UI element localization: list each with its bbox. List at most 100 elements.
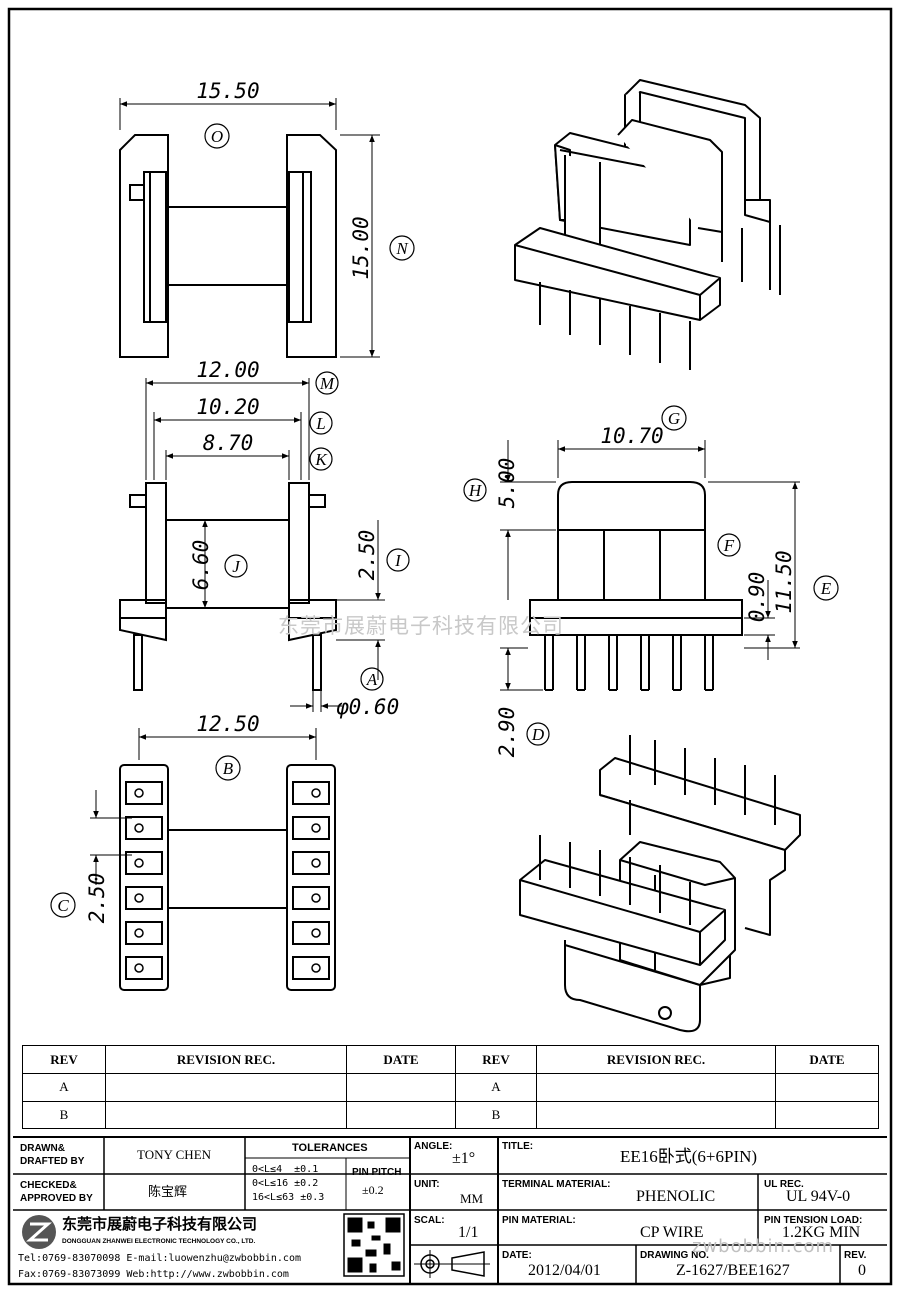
tol-range: 0<L≤16 <box>252 1178 289 1189</box>
pin-slot <box>292 851 330 875</box>
ul-rec-label: UL REC. <box>764 1179 804 1190</box>
rev-cell <box>105 1100 347 1129</box>
dim-m-value: 12.00 <box>196 358 259 382</box>
label-m: M <box>319 374 335 393</box>
dim-h-value: 5.00 <box>495 458 519 509</box>
revision-rec-header: REVISION REC. <box>105 1045 347 1074</box>
dim-c-value: 2.50 <box>85 873 109 924</box>
unit-label: UNIT: <box>414 1179 440 1190</box>
pin-hole <box>134 928 144 938</box>
dim-l: 10.20 L <box>153 395 333 480</box>
label-g: G <box>668 409 680 428</box>
dim-o: 15.50 O <box>119 79 337 149</box>
drawing-no-label: DRAWING NO. <box>640 1250 709 1261</box>
revision-rec-header-2: REVISION REC. <box>536 1045 776 1074</box>
dim-i-value: 2.50 <box>355 530 379 581</box>
pin-slot <box>125 781 163 805</box>
label-b: B <box>223 759 234 778</box>
pin-tension-label: PIN TENSION LOAD: <box>764 1215 863 1226</box>
dim-k-value: 8.70 <box>203 431 254 455</box>
dim-o-value: 15.50 <box>196 79 259 103</box>
dim-h: 5.00 H <box>463 440 556 600</box>
dim-f: 0.90 F <box>717 533 775 660</box>
tol-value: ±0.3 <box>300 1192 325 1203</box>
date-label: DATE: <box>502 1250 532 1261</box>
pin-slot <box>125 956 163 980</box>
ul-rec-value: UL 94V-0 <box>786 1188 851 1205</box>
rev-cell <box>536 1100 776 1129</box>
dim-i: 2.50 I <box>336 520 410 680</box>
pin-hole <box>134 963 144 973</box>
pin-hole <box>134 788 144 798</box>
pin-hole <box>311 963 321 973</box>
angle-label: ANGLE: <box>414 1141 453 1152</box>
pin-hole <box>134 858 144 868</box>
pin-slot <box>292 781 330 805</box>
pin-slot <box>292 956 330 980</box>
title-value: EE16卧式(6+6PIN) <box>620 1147 758 1166</box>
rev-value: 0 <box>858 1262 866 1279</box>
watermark-company: 东莞市展蔚电子科技有限公司 <box>278 614 564 638</box>
terminal-material-label: TERMINAL MATERIAL: <box>502 1179 611 1190</box>
email: E-mail:luowenzhu@zwbobbin.com <box>126 1253 301 1264</box>
dim-g-value: 10.70 <box>600 424 663 448</box>
dim-a-value: φ0.60 <box>336 695 399 719</box>
front-view <box>119 482 337 691</box>
pin-hole <box>311 928 321 938</box>
pin-hole <box>311 893 321 903</box>
rev-cell: A <box>455 1073 537 1102</box>
pin-slot <box>292 886 330 910</box>
label-e: E <box>820 579 832 598</box>
angle-value: ±1° <box>452 1150 476 1167</box>
dim-j-value: 6.60 <box>189 540 213 591</box>
pin-slot <box>292 816 330 840</box>
tolerances-label: TOLERANCES <box>292 1142 368 1154</box>
unit-value: MM <box>460 1191 484 1206</box>
label-c: C <box>57 896 69 915</box>
dim-b-value: 12.50 <box>196 712 259 736</box>
rev-cell <box>775 1073 879 1102</box>
pin-slot <box>125 851 163 875</box>
label-f: F <box>723 536 735 555</box>
date-header-2: DATE <box>775 1045 879 1074</box>
dim-a: φ0.60 A <box>290 667 399 719</box>
drawing-no-value: Z-1627/BEE1627 <box>676 1262 790 1279</box>
pin-hole <box>134 893 144 903</box>
pin-pitch-value: ±0.2 <box>362 1183 384 1197</box>
company-name-cn: 东莞市展蔚电子科技有限公司 <box>62 1215 258 1233</box>
rev-cell: B <box>455 1100 537 1129</box>
checked-value: 陈宝辉 <box>148 1184 188 1199</box>
dim-d-value: 2.90 <box>495 707 519 758</box>
pin-hole <box>311 788 321 798</box>
label-j: J <box>232 557 241 576</box>
pin-slot <box>125 816 163 840</box>
date-value: 2012/04/01 <box>528 1262 601 1279</box>
tol-range: 0<L≤4 <box>252 1164 283 1175</box>
rev-cell <box>536 1073 776 1102</box>
checked-label: CHECKED& APPROVED BY <box>20 1180 93 1204</box>
pin-material-label: PIN MATERIAL: <box>502 1215 576 1226</box>
dim-e-value: 11.50 <box>772 550 796 613</box>
dim-l-value: 10.20 <box>196 395 259 419</box>
tol-value: ±0.1 <box>294 1164 319 1175</box>
dim-j: 6.60 J <box>189 520 248 608</box>
scale-value: 1/1 <box>458 1224 479 1241</box>
rev-cell <box>775 1100 879 1129</box>
bottom-view <box>119 764 336 991</box>
contact-info: Tel:0769-83070098 E-mail:luowenzhu@zwbob… <box>18 1251 301 1283</box>
label-a: A <box>366 670 378 689</box>
rev-label: REV. <box>844 1250 867 1261</box>
rev-header: REV <box>22 1045 106 1074</box>
side-view <box>529 481 743 691</box>
website: Web:http://www.zwbobbin.com <box>126 1269 289 1280</box>
dim-c: 2.50 C <box>50 790 132 924</box>
rev-cell: B <box>22 1100 106 1129</box>
iso-view-top <box>514 79 781 370</box>
label-h: H <box>468 481 483 500</box>
dim-e: 11.50 E <box>708 481 839 649</box>
date-header: DATE <box>346 1045 456 1074</box>
watermark-site: zwbobbin.com <box>692 1236 835 1257</box>
revision-table: REV REVISION REC. DATE REV REVISION REC.… <box>22 1045 879 1129</box>
